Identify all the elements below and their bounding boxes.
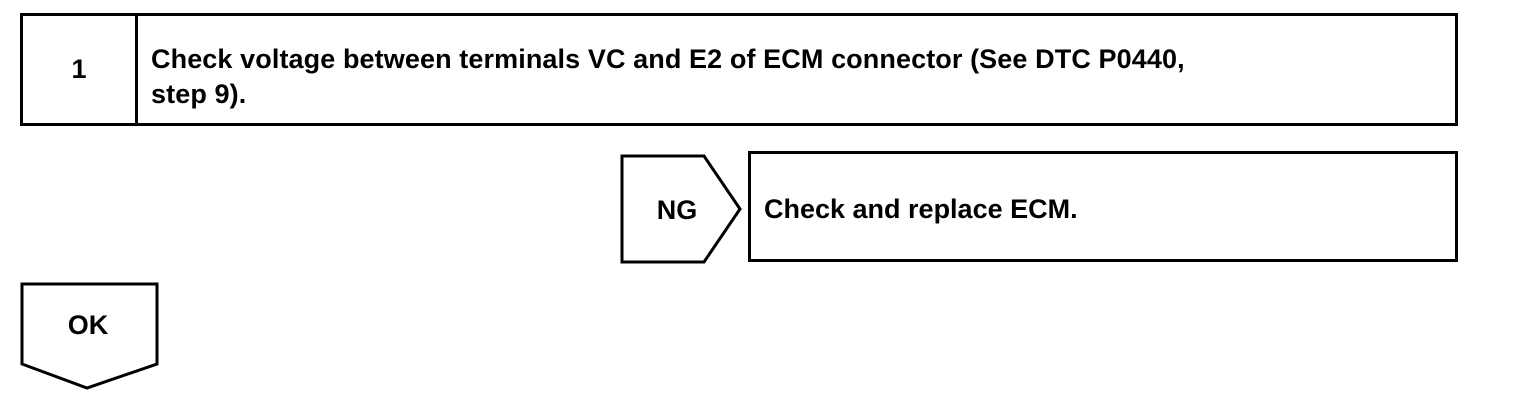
ng-action-box: Check and replace ECM.: [748, 151, 1458, 262]
ng-arrow-shape: [620, 154, 742, 264]
step-instruction-line-2: step 9).: [151, 79, 247, 109]
ng-label: NG: [656, 195, 698, 225]
step-instruction: Check voltage between terminals VC and E…: [151, 42, 1441, 112]
ok-label: OK: [67, 310, 109, 340]
step-box: 1 Check voltage between terminals VC and…: [20, 13, 1458, 126]
ok-arrow-shape: [20, 282, 159, 390]
ng-action-text: Check and replace ECM.: [764, 194, 1078, 224]
step-instruction-line-1: Check voltage between terminals VC and E…: [151, 44, 1185, 74]
step-number: 1: [23, 16, 138, 123]
